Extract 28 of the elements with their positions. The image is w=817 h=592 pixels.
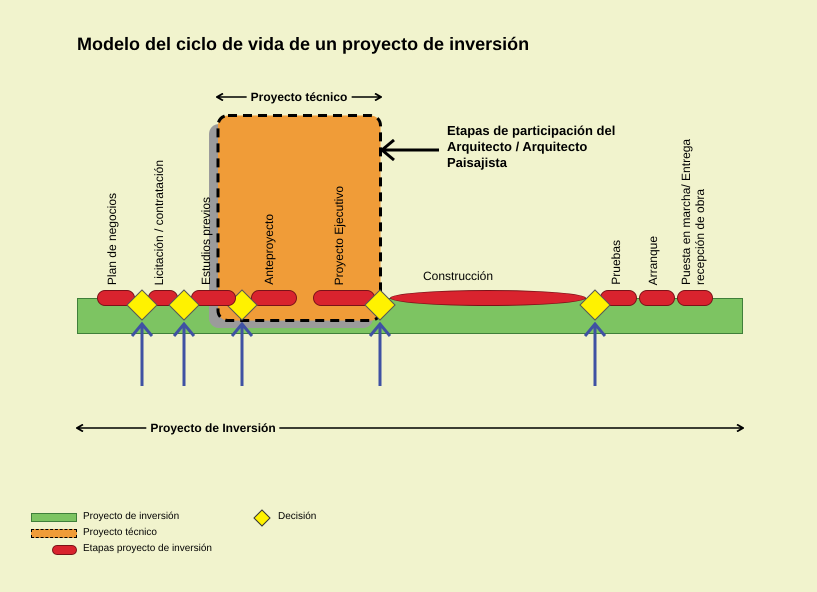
- arrow: [230, 322, 254, 386]
- arrow: [584, 322, 606, 386]
- decision-diamond: [226, 289, 258, 321]
- arrow: [172, 322, 196, 386]
- stage-label: Arranque: [646, 236, 660, 286]
- stage-label: Proyecto Ejecutivo: [332, 186, 346, 286]
- arrow: [368, 322, 392, 386]
- stage-label: Estudios previos: [199, 197, 213, 286]
- stage-label: Plan de negocios: [105, 193, 119, 286]
- decision-diamond: [168, 289, 200, 321]
- legend-label: Decisión: [278, 511, 316, 522]
- range-label: Proyecto técnico: [246, 89, 352, 105]
- range-label: Proyecto de Inversión: [146, 420, 280, 436]
- legend-label: Proyecto técnico: [83, 527, 157, 538]
- callout-text: Etapas de participación del Arquitecto / Arquitecto Paisajista: [447, 123, 616, 171]
- stage-label: Pruebas: [609, 240, 623, 285]
- stage-label: Anteproyecto: [262, 214, 276, 285]
- diagram-title: Modelo del ciclo de vida de un proyecto de inversión: [77, 34, 530, 55]
- decision-diamond: [579, 289, 611, 321]
- arrow: [130, 322, 154, 386]
- stage-label: Licitación / contratación: [152, 160, 166, 286]
- legend-label: Etapas proyecto de inversión: [83, 543, 212, 554]
- arrow: [380, 138, 439, 162]
- legend-label: Proyecto de inversión: [83, 511, 180, 522]
- decision-diamond: [126, 289, 158, 321]
- stage-label: Construcción: [423, 269, 494, 283]
- stage-label: Puesta en marcha/ Entrega recepción de obra: [679, 138, 707, 285]
- decision-diamond: [364, 289, 396, 321]
